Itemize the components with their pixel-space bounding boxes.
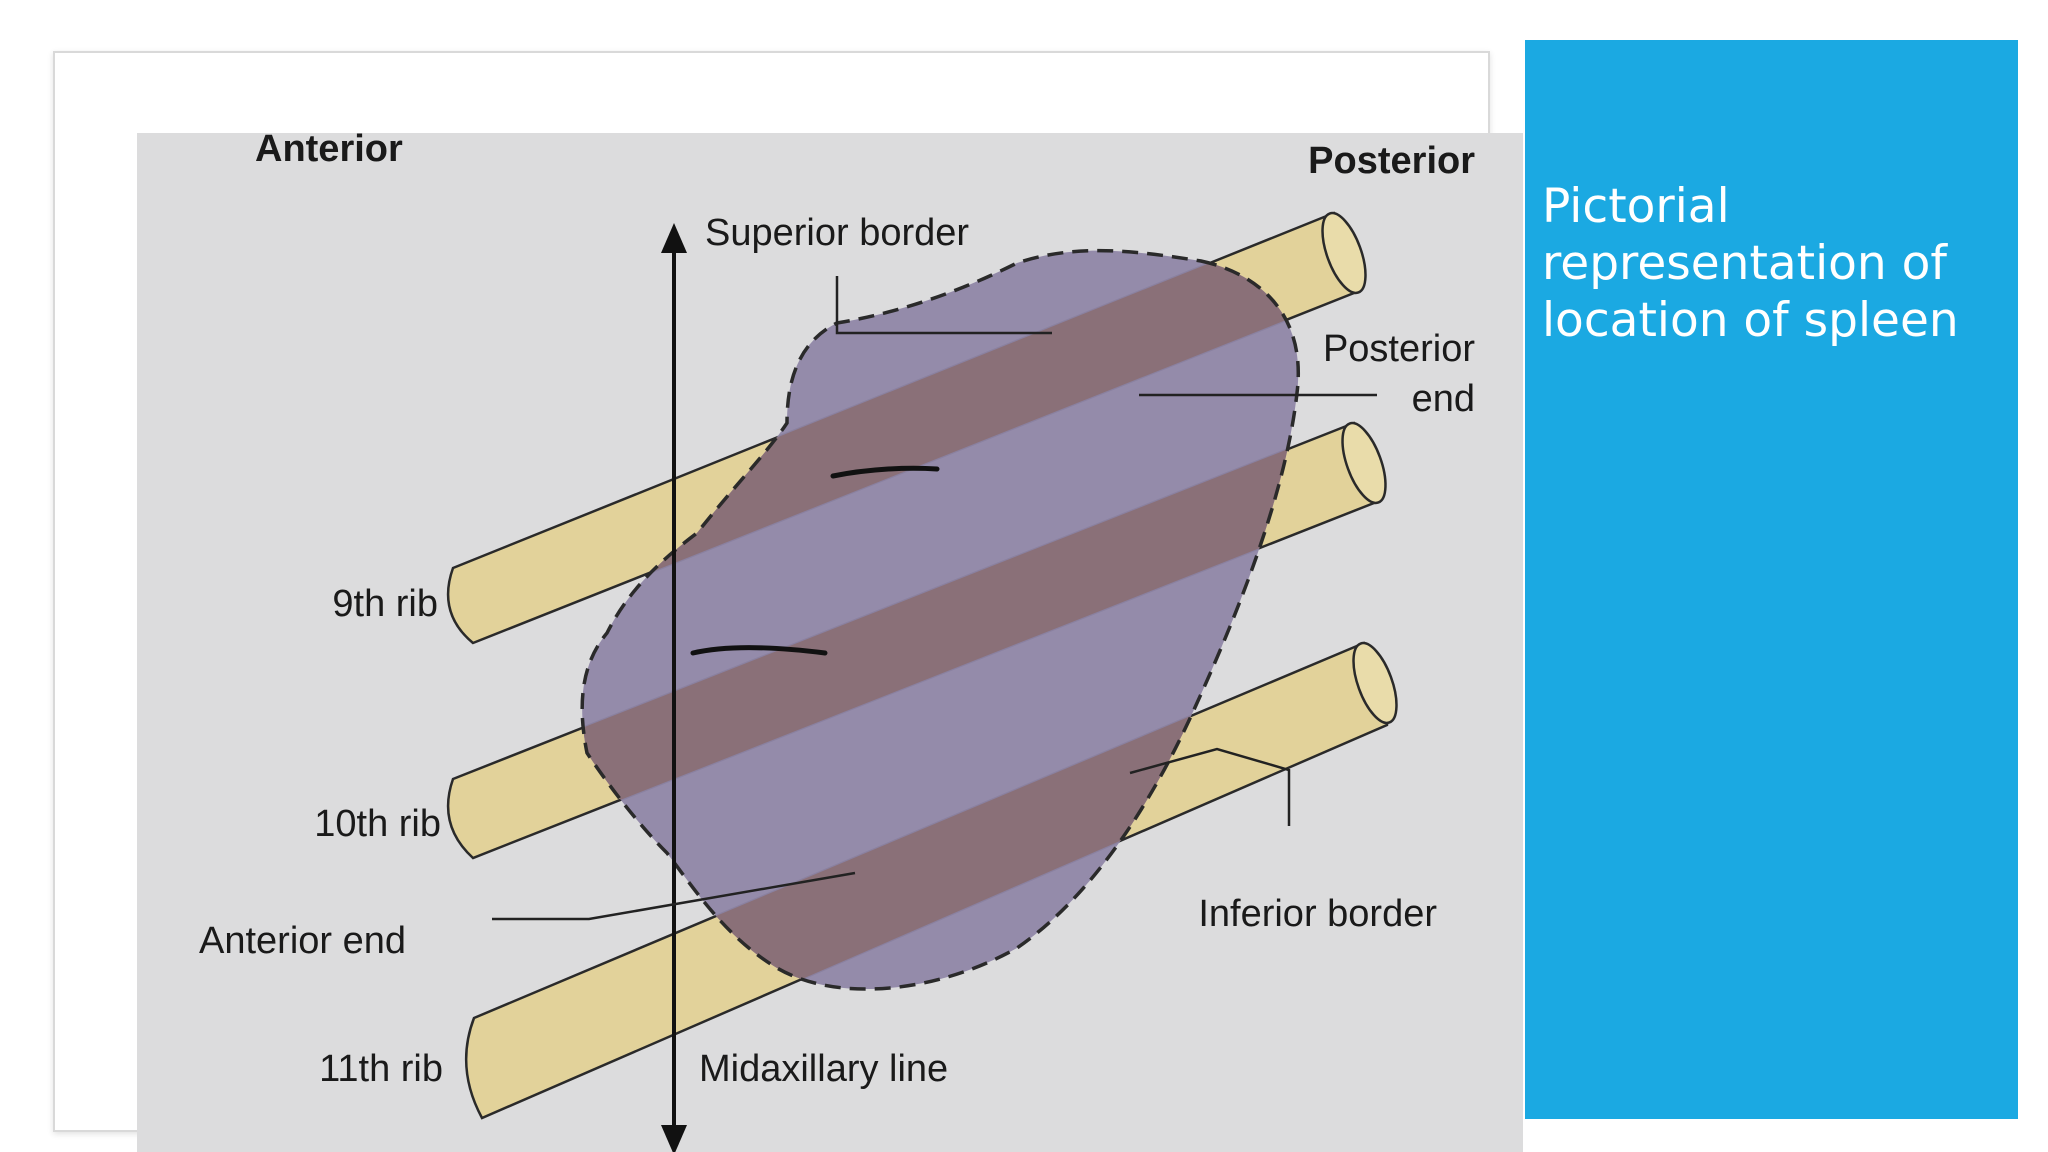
label-rib-10: 10th rib — [314, 803, 441, 845]
spleen-location-diagram: Anterior Posterior Superior border Poste… — [137, 133, 1523, 1152]
label-rib-9: 9th rib — [332, 583, 438, 625]
label-rib-11: 11th rib — [319, 1048, 443, 1090]
leader-lines — [492, 276, 1377, 921]
label-posterior: Posterior — [1308, 140, 1475, 182]
midaxillary-line-arrow — [661, 223, 687, 1152]
label-anterior-end: Anterior end — [199, 920, 406, 962]
figure-frame: Anterior Posterior Superior border Poste… — [53, 51, 1523, 1152]
label-midaxillary-line: Midaxillary line — [699, 1048, 948, 1090]
label-posterior-end-line2: end — [1412, 378, 1475, 420]
label-inferior-border: Inferior border — [1198, 893, 1437, 935]
label-posterior-end-line1: Posterior — [1323, 328, 1475, 370]
slide-title: Pictorial representation of location of … — [1542, 179, 1959, 348]
label-anterior: Anterior — [255, 133, 403, 170]
caption-panel: Pictorial representation of location of … — [1525, 40, 2018, 1119]
label-superior-border: Superior border — [705, 212, 969, 254]
